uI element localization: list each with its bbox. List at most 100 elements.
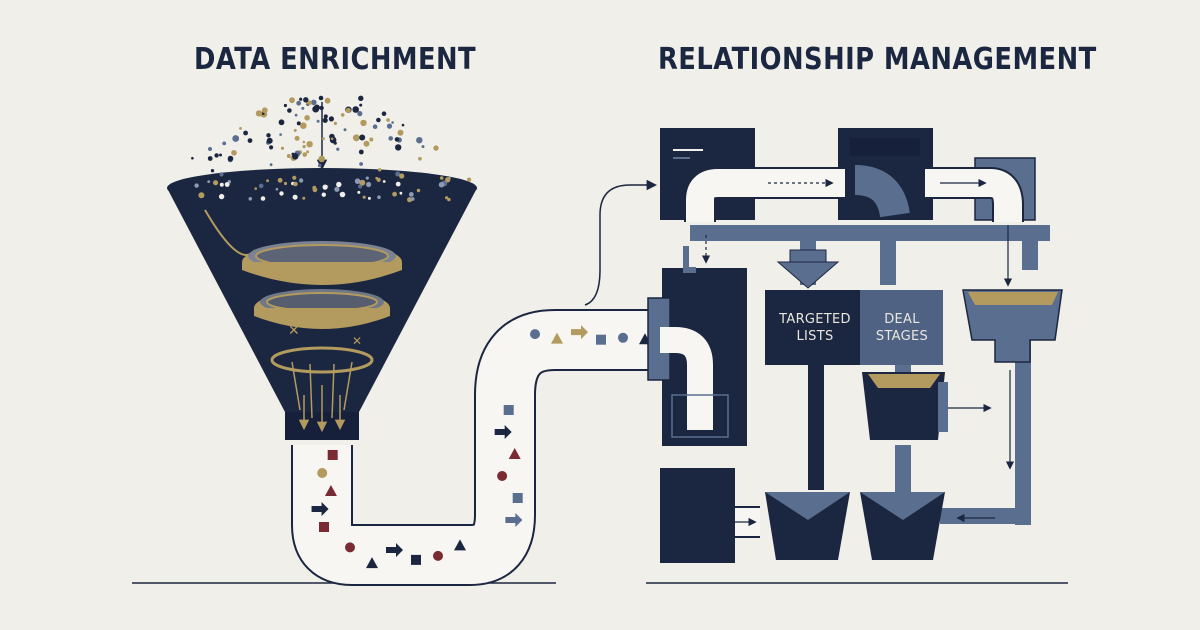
particle-dot — [372, 124, 378, 129]
funnel-dot — [377, 195, 381, 199]
particle-dot — [354, 170, 360, 176]
funnel-dot — [279, 191, 284, 196]
particle-dot — [318, 155, 326, 163]
processing-machine — [647, 246, 757, 563]
funnel-dot — [367, 196, 371, 200]
particle-dot — [394, 137, 400, 142]
funnel-dot — [260, 196, 266, 201]
particle-dot — [343, 178, 347, 182]
particle-dot — [381, 111, 387, 116]
particle-dot — [287, 108, 292, 113]
pipe-circle — [497, 471, 508, 481]
funnel-dot — [366, 181, 372, 188]
svg-text:✕: ✕ — [288, 323, 300, 339]
funnel-dot — [283, 181, 288, 186]
particle-dot — [359, 179, 366, 186]
particle-dot — [208, 147, 212, 151]
particle-dot — [418, 156, 422, 161]
pipe-circle — [317, 468, 328, 478]
funnel-dot — [410, 197, 415, 201]
sieve-top — [242, 241, 402, 285]
particle-dot — [207, 156, 213, 161]
particle-dot — [303, 97, 309, 103]
particle-dot — [214, 153, 219, 158]
pipe-square — [512, 493, 523, 503]
pipe-triangle — [508, 448, 521, 459]
particle-dot — [239, 126, 242, 130]
funnel-dot — [277, 177, 283, 183]
pipe-arrow — [311, 502, 329, 516]
funnel-dot — [445, 177, 451, 183]
funnel-dot — [298, 178, 304, 183]
particle-dot — [302, 152, 308, 157]
pipe-square — [596, 334, 606, 345]
particle-dot — [333, 121, 337, 125]
funnel-dot — [266, 179, 269, 183]
particle-dot — [280, 146, 285, 150]
funnel-dot — [375, 176, 379, 180]
funnel-dot — [198, 192, 205, 199]
particle-dot — [352, 134, 360, 142]
particle-dot — [386, 123, 393, 129]
particle-dot — [324, 97, 331, 104]
particle-dot — [358, 95, 364, 102]
funnel-dot — [447, 197, 451, 202]
particle-dot — [395, 171, 401, 177]
particle-dot — [317, 163, 322, 168]
funnel-dot — [362, 195, 366, 199]
particle-dot — [386, 118, 390, 122]
particle-dot — [467, 177, 472, 182]
funnel-dot — [339, 191, 346, 198]
funnel-dot — [334, 186, 340, 192]
pipe-data-items — [311, 325, 651, 569]
pipe-square — [327, 450, 338, 460]
particle-dot — [191, 156, 194, 160]
particle-dot — [306, 141, 313, 148]
particle-dot — [433, 145, 439, 151]
particle-dot — [302, 145, 306, 149]
particle-dot — [301, 106, 305, 110]
particle-dot — [304, 115, 310, 121]
funnel-dot — [194, 183, 199, 188]
funnel-dot — [416, 188, 421, 193]
particle-dot — [316, 119, 320, 123]
section-title-relationship-management: RELATIONSHIP MANAGEMENT — [658, 42, 1097, 77]
funnel-dot — [408, 192, 414, 197]
particle-dot — [232, 135, 240, 142]
pipe-triangle — [324, 485, 337, 496]
funnel-dot — [248, 197, 253, 201]
sieve-middle — [254, 289, 390, 329]
particle-dot — [376, 117, 381, 123]
funnel-dot — [218, 193, 225, 200]
particle-dot — [343, 128, 347, 132]
particle-dot — [423, 183, 431, 191]
pipe-triangle — [454, 539, 466, 551]
funnel-dot — [445, 196, 449, 200]
particle-dot — [329, 136, 337, 144]
pipe-square — [319, 522, 329, 532]
particle-dot — [358, 184, 363, 189]
particle-dot — [231, 150, 237, 156]
particle-dot — [391, 121, 394, 124]
funnel-dot — [382, 180, 386, 183]
hopper-right — [962, 289, 1063, 363]
pipe-square — [411, 554, 421, 565]
particle-dot — [269, 145, 274, 150]
particle-dot — [416, 137, 423, 144]
particle-dot — [321, 137, 325, 141]
pipe-circle — [530, 329, 540, 340]
connector-arrow — [584, 179, 658, 306]
particle-dot — [345, 107, 351, 113]
particle-dot — [222, 141, 227, 146]
funnel-dot — [439, 176, 444, 180]
targeted-lists-text: TARGETED LISTS — [779, 312, 851, 344]
deal-stages-label: DEAL STAGES — [860, 311, 944, 345]
funnel-dot — [302, 196, 306, 200]
svg-text:✕: ✕ — [352, 334, 362, 348]
slate-frame — [690, 225, 1050, 525]
pipe-circle — [433, 550, 443, 561]
particle-dot — [300, 122, 307, 129]
particle-dot — [401, 123, 405, 127]
pipe-arrow — [505, 513, 523, 527]
